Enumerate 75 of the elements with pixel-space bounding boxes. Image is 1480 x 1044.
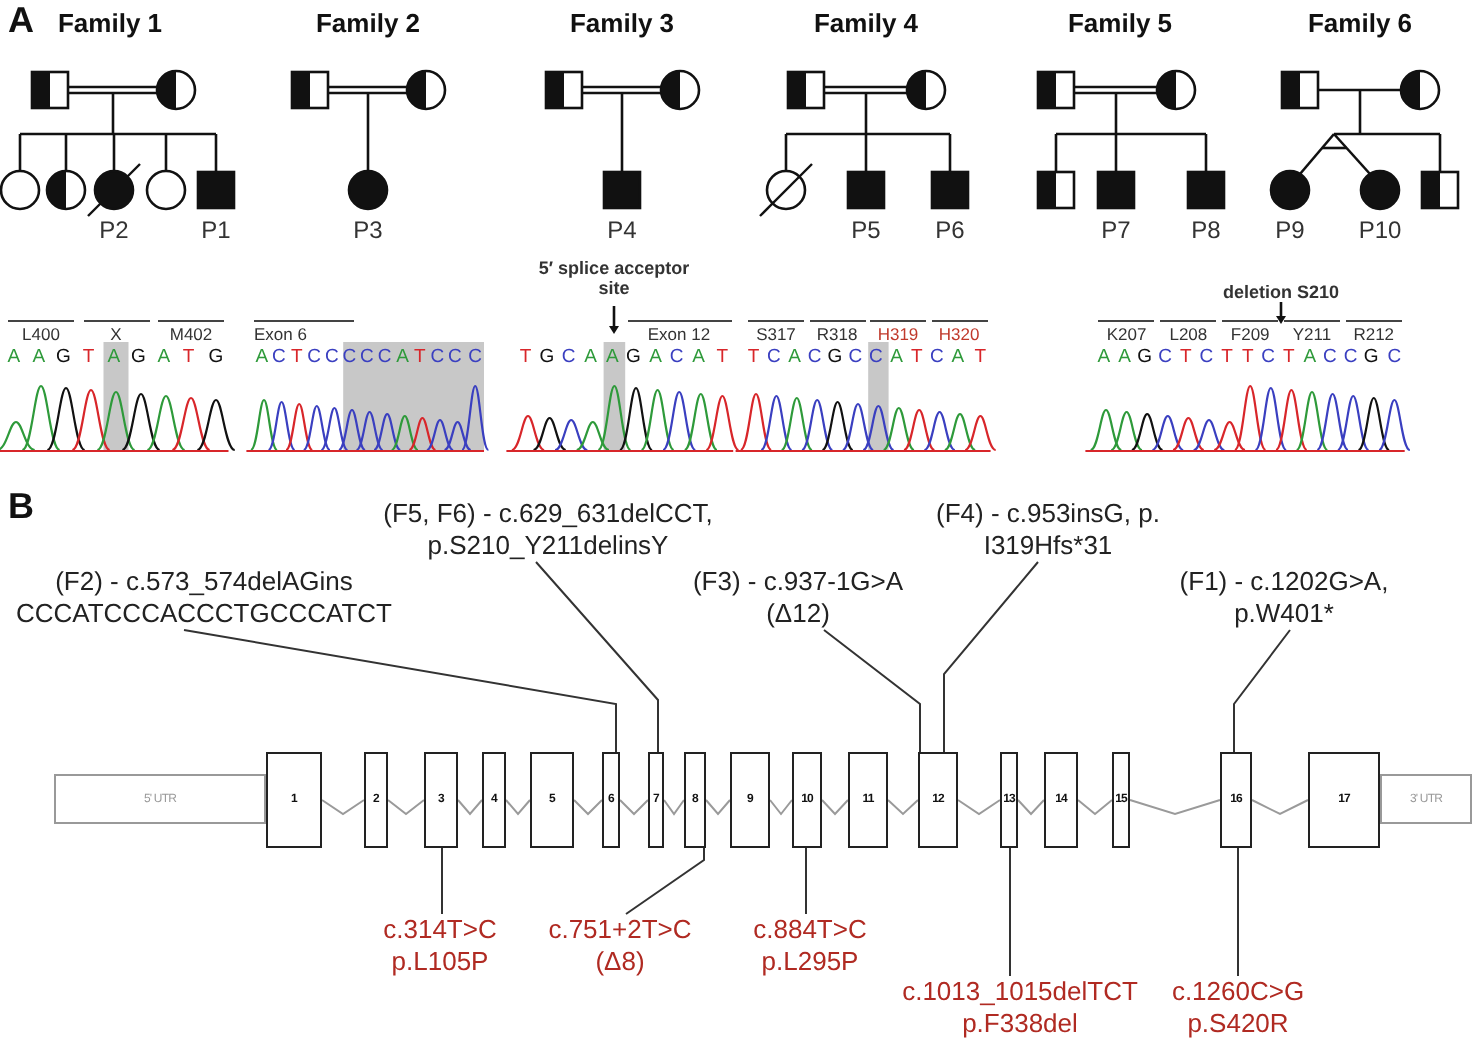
codon-label: L400	[8, 320, 74, 344]
codon-label: M402	[158, 320, 224, 344]
codon-label: L208	[1160, 320, 1217, 344]
patient-label: P10	[1356, 216, 1404, 244]
intron-line	[387, 799, 425, 816]
annotation-text: 5′ splice acceptor site	[536, 258, 692, 298]
codon-label: Y211	[1284, 320, 1340, 344]
intron-line	[769, 799, 793, 816]
patient-label: P3	[351, 216, 385, 244]
codon-label: Exon 12	[627, 320, 731, 344]
codon-label: R318	[809, 320, 866, 344]
base-sequence: A C T C C C C C A T C C C	[255, 346, 483, 368]
leader-line	[1237, 847, 1239, 977]
mutation-label: (F3) - c.937-1G>A (Δ12)	[673, 566, 923, 630]
base-sequence: A A G C T C T T C T A C C G C	[1097, 346, 1402, 368]
leader-line	[823, 629, 921, 753]
patient-label: P4	[605, 216, 639, 244]
family-title: Family 2	[313, 8, 423, 38]
codon-label: X	[83, 320, 149, 344]
base-sequence: A A G T A G A T G	[7, 346, 224, 368]
mutation-label: c.1013_1015delTCT p.F338del	[890, 976, 1150, 1040]
codon-label: K207	[1098, 320, 1155, 344]
patient-label: P1	[199, 216, 233, 244]
intron-line	[821, 799, 849, 816]
patient-label: P5	[849, 216, 883, 244]
mutation-label: (F5, F6) - c.629_631delCCT, p.S210_Y211delinsY	[368, 498, 728, 562]
mutation-label: (F2) - c.573_574delAGins CCCATCCCACCCTGCCCATCT	[0, 566, 409, 630]
intron-line	[705, 799, 731, 816]
leader-line	[943, 561, 1039, 753]
base-sequence: T C A C G C C A T C A T	[747, 346, 987, 368]
patient-label: P6	[933, 216, 967, 244]
leader-line	[1233, 629, 1291, 753]
intron-line	[1017, 799, 1045, 816]
patient-label: P8	[1189, 216, 1223, 244]
leader-line	[1009, 847, 1011, 977]
codon-label: R212	[1345, 320, 1402, 344]
patient-label: P2	[97, 216, 131, 244]
patient-label: P7	[1099, 216, 1133, 244]
mutation-label: c.751+2T>C (Δ8)	[540, 914, 700, 978]
leader-line	[183, 629, 617, 753]
leader-line	[625, 847, 705, 915]
codon-label: S317	[748, 320, 804, 344]
intron-line	[321, 799, 365, 816]
mutation-label: c.884T>C p.L295P	[740, 914, 880, 978]
panel-label: B	[8, 486, 34, 528]
intron-line	[957, 799, 1001, 816]
intron-line	[619, 799, 649, 816]
codon-label: H319	[870, 320, 926, 344]
leader-line	[805, 847, 807, 915]
base-sequence: T G C A A G A C A T	[519, 346, 729, 368]
codon-label: F209	[1222, 320, 1279, 344]
mutation-label: c.1260C>G p.S420R	[1158, 976, 1318, 1040]
intron-line	[457, 799, 483, 816]
family-title: Family 6	[1305, 8, 1415, 38]
panel-label: A	[8, 0, 34, 42]
codon-label: Exon 6	[254, 320, 354, 344]
mutation-label: (F4) - c.953insG, p. I319Hfs*31	[928, 498, 1168, 562]
annotation-text: deletion S210	[1220, 282, 1342, 302]
leader-line	[535, 561, 659, 753]
intron-line	[1129, 799, 1221, 816]
mutation-label: c.314T>C p.L105P	[370, 914, 510, 978]
intron-line	[505, 799, 531, 816]
family-title: Family 1	[55, 8, 165, 38]
family-title: Family 5	[1065, 8, 1175, 38]
intron-line	[1077, 799, 1113, 816]
patient-label: P9	[1273, 216, 1307, 244]
intron-line	[663, 799, 685, 816]
mutation-label: (F1) - c.1202G>A, p.W401*	[1159, 566, 1409, 630]
intron-line	[1251, 799, 1309, 816]
family-title: Family 4	[811, 8, 921, 38]
intron-line	[887, 799, 919, 816]
leader-line	[441, 847, 443, 915]
codon-label: H320	[931, 320, 988, 344]
family-title: Family 3	[567, 8, 677, 38]
intron-line	[573, 799, 603, 816]
